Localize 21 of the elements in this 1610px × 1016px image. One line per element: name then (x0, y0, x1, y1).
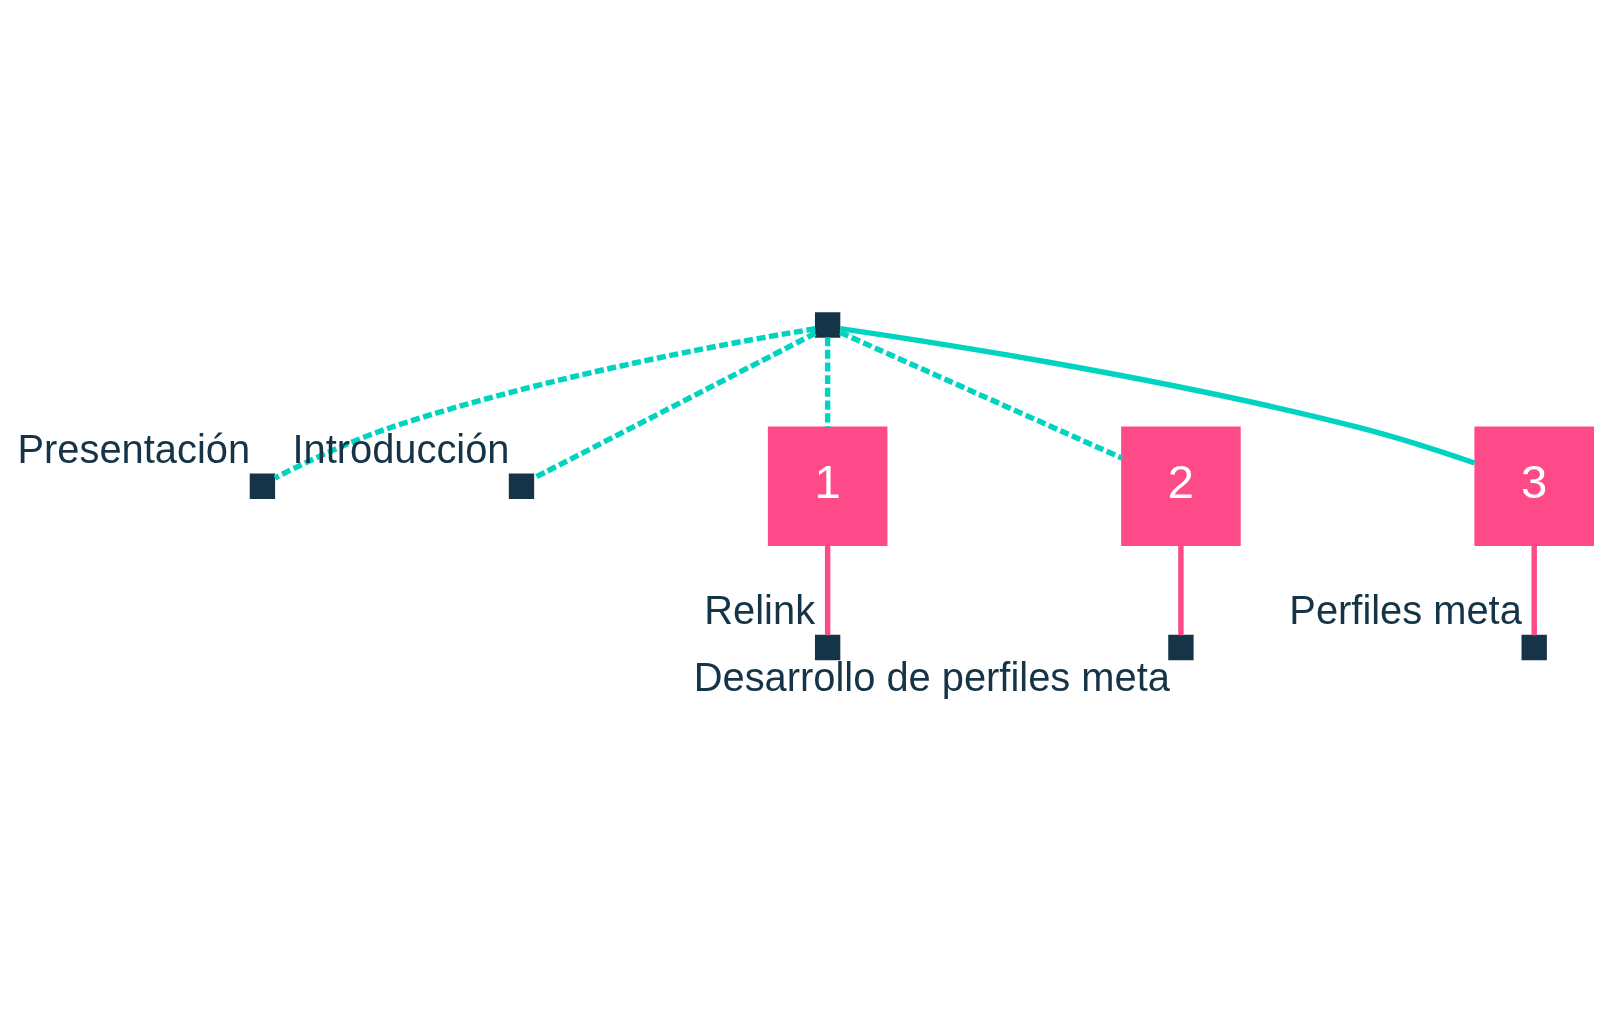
connector (824, 337, 831, 427)
node-box (508, 473, 535, 499)
connector (1178, 545, 1184, 636)
node-box (249, 473, 276, 499)
node-box: 3 (1474, 426, 1594, 547)
node-box (814, 312, 841, 338)
connector (839, 329, 1123, 461)
node-box: 1 (767, 426, 888, 547)
connector (1531, 545, 1537, 636)
node-label: Desarrollo de perfiles meta (693, 655, 1170, 700)
connector (839, 325, 1476, 466)
node-label: Perfiles meta (1289, 588, 1522, 633)
node-label: Relink (704, 588, 816, 633)
connector (273, 326, 816, 481)
connector (532, 330, 817, 481)
connector (824, 545, 831, 636)
node-box (814, 634, 841, 661)
node-box (1168, 634, 1194, 661)
node-box: 2 (1121, 426, 1241, 547)
node-box (1521, 634, 1547, 661)
node-label: Presentación (17, 426, 251, 471)
